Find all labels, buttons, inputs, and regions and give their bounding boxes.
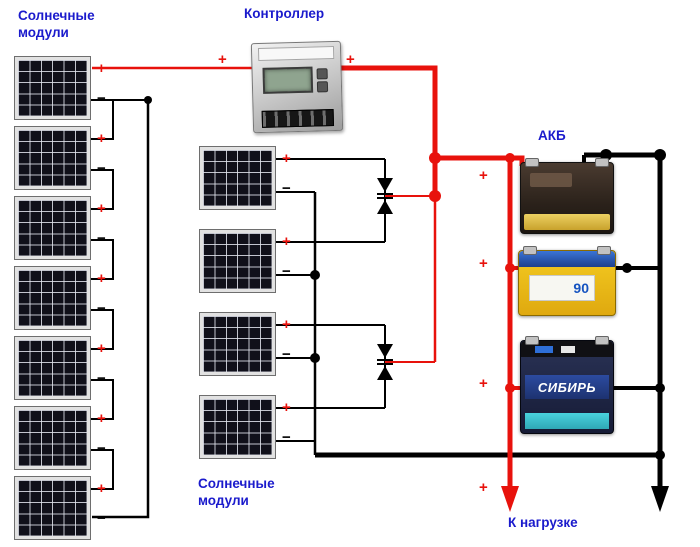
plus-marker: + [97, 60, 106, 77]
plus-marker: + [479, 167, 488, 184]
panel-cells [203, 150, 272, 206]
battery-3: СИБИРЬ [520, 336, 614, 434]
battery-1 [520, 158, 614, 234]
battery-terminal [525, 336, 539, 345]
panel-cells [18, 480, 87, 536]
load-arrows [501, 486, 669, 512]
minus-marker: − [282, 180, 291, 197]
minus-marker: − [97, 230, 106, 247]
minus-marker: − [282, 346, 291, 363]
solar-panel-left-3: +− [14, 196, 106, 260]
solar-panel-left-2: +− [14, 126, 106, 190]
battery-2-label-area: 90 [529, 275, 595, 301]
solar-panel-middle-4: +− [199, 395, 291, 459]
controller-button [316, 68, 328, 80]
minus-marker: − [97, 90, 106, 107]
plus-marker: + [97, 270, 106, 287]
panel-cells [203, 399, 272, 455]
plus-marker: + [97, 480, 106, 497]
plus-marker: + [218, 51, 227, 68]
plus-marker: + [479, 375, 488, 392]
plus-marker: + [282, 233, 291, 250]
battery-3-brand: СИБИРЬ [537, 379, 597, 395]
plus-marker: + [346, 51, 355, 68]
battery-3-label-area: СИБИРЬ [525, 375, 609, 399]
solar-panel-left-7: +− [14, 476, 106, 540]
minus-marker: − [282, 263, 291, 280]
battery-3-bottom-stripe [525, 413, 609, 429]
plus-marker: + [97, 130, 106, 147]
solar-panel-left-4: +− [14, 266, 106, 330]
plus-marker: + [479, 255, 488, 272]
battery-terminal [595, 336, 609, 345]
battery-3-lid [521, 341, 613, 357]
battery-1-stripe [524, 214, 610, 230]
panel-cells [203, 233, 272, 289]
controller-display [262, 66, 314, 94]
label-load: К нагрузке [508, 515, 578, 530]
charge-controller [250, 40, 344, 134]
plus-marker: + [97, 200, 106, 217]
bypass-diodes [377, 178, 393, 380]
controller-button [316, 81, 329, 93]
minus-marker: − [97, 160, 106, 177]
battery-terminal [523, 246, 537, 255]
minus-marker: − [97, 510, 106, 527]
panel-cells [203, 316, 272, 372]
battery-3-lid-decor [535, 346, 553, 353]
plus-marker: + [97, 410, 106, 427]
controller-faceplate [257, 46, 335, 62]
solar-panel-left-6: +− [14, 406, 106, 470]
minus-marker: − [97, 440, 106, 457]
solar-panel-middle-1: +− [199, 146, 291, 210]
battery-2-lid [519, 251, 615, 267]
solar-panel-left-5: +− [14, 336, 106, 400]
panel-cells [18, 410, 87, 466]
battery-2-capacity: 90 [573, 280, 589, 296]
battery-2: 90 [518, 246, 616, 316]
label-solar-modules-bottom: Солнечные модули [198, 476, 275, 508]
plus-marker: + [97, 340, 106, 357]
load-arrow-positive [501, 486, 519, 512]
minus-marker: − [97, 300, 106, 317]
solar-panel-middle-3: +− [199, 312, 291, 376]
label-controller: Контроллер [244, 6, 325, 21]
solar-panel-middle-2: +− [199, 229, 291, 293]
plus-marker: + [282, 316, 291, 333]
panel-cells [18, 200, 87, 256]
minus-marker: − [97, 370, 106, 387]
panel-cells [18, 130, 87, 186]
battery-terminal [597, 246, 611, 255]
label-solar-modules-top: Солнечные модули [18, 8, 95, 40]
battery-3-lid-decor [561, 346, 575, 353]
panel-cells [18, 340, 87, 396]
panel-cells [18, 270, 87, 326]
plus-marker: + [282, 150, 291, 167]
load-arrow-negative [651, 486, 669, 512]
battery-terminal [525, 158, 539, 167]
label-battery-bank: АКБ [538, 128, 566, 143]
minus-marker: − [282, 429, 291, 446]
junction-dots [144, 96, 666, 460]
plus-marker: + [282, 399, 291, 416]
solar-panel-left-1: +− [14, 56, 106, 120]
controller-terminal-block [261, 109, 335, 128]
negative-wires [90, 99, 663, 519]
plus-marker: + [479, 479, 488, 496]
battery-terminal [595, 158, 609, 167]
panel-cells [18, 60, 87, 116]
battery-1-label-area [530, 173, 572, 187]
